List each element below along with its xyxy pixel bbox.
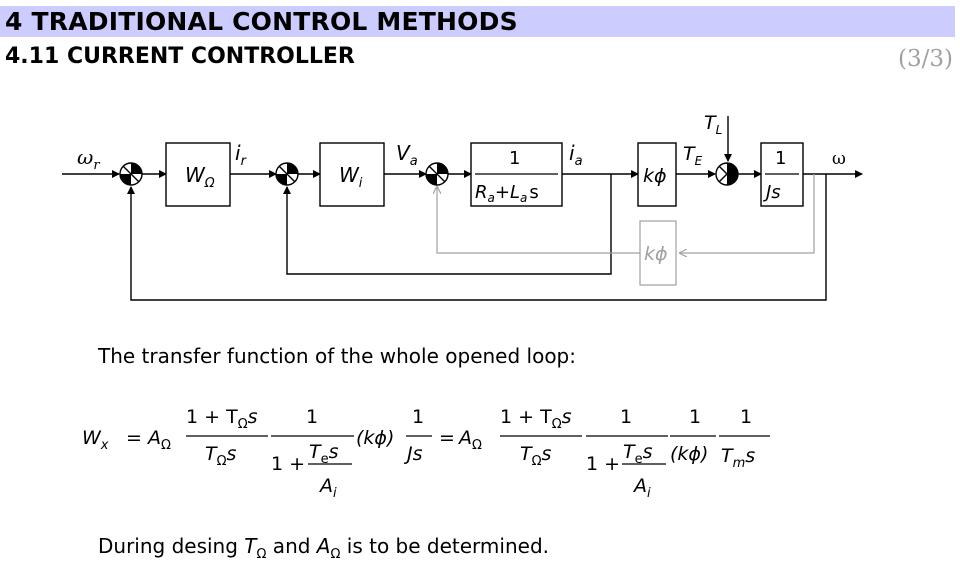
signal-omega-out: ω (832, 149, 846, 169)
emf-feedback (437, 174, 815, 253)
signal-t-e: TE (683, 143, 703, 168)
open-loop-formula: Wx = AΩ 1 + TΩs TΩs 1 1 + Tes Ai (kϕ) 1 … (82, 406, 770, 501)
emf-feedback-block (639, 220, 677, 286)
signal-i-r: ir (235, 141, 248, 169)
formula-frac4-num: 1 + TΩs (500, 406, 572, 432)
signal-t-l: TL (704, 112, 722, 137)
formula-frac2-ai: Ai (318, 475, 337, 501)
formula-frac2-num: 1 (306, 406, 318, 428)
formula-frac2-den-pre: 1 + (271, 453, 305, 475)
torque-constant-label: kϕ (643, 165, 667, 187)
formula-frac4-den: TΩs (520, 443, 552, 469)
signal-v-a: Va (396, 141, 418, 169)
page-number: (3/3) (898, 46, 953, 72)
intro-text: The transfer function of the whole opene… (98, 344, 576, 368)
formula-a-omega-2: AΩ (457, 427, 482, 453)
speed-feedback (127, 174, 827, 301)
speed-controller-label: WΩ (185, 163, 215, 191)
formula-frac5-ai: Ai (632, 475, 651, 501)
formula-lhs: Wx (82, 427, 109, 453)
formula-eq-2: = (439, 427, 455, 449)
inertia-numerator: 1 (775, 148, 786, 169)
signal-i-a: ia (569, 141, 583, 169)
summing-junction-voltage (425, 162, 449, 186)
formula-frac1-den: TΩs (205, 443, 237, 469)
formula-frac7-num: 1 (740, 406, 752, 428)
speed-controller-block (165, 142, 231, 207)
formula-frac2-te: Tes (309, 441, 339, 467)
formula-frac5-den-pre: 1 + (586, 453, 620, 475)
torque-constant-block (637, 142, 677, 207)
formula-frac5-num: 1 (620, 406, 632, 428)
formula-frac7-den: Tms (721, 445, 755, 471)
formula-frac6-den: (kϕ) (670, 443, 708, 465)
formula-frac1-num: 1 + TΩs (186, 406, 258, 432)
formula-frac3-den: Js (403, 443, 423, 465)
page-title: 4 TRADITIONAL CONTROL METHODS (5, 7, 518, 36)
emf-feedback-label: kϕ (644, 243, 668, 265)
formula-frac5-te: Tes (623, 441, 653, 467)
summing-junction-speed (119, 162, 143, 186)
formula-eq-1: = (126, 427, 142, 449)
forward-path (62, 116, 863, 178)
current-controller-label: Wi (339, 163, 363, 191)
outro-text: During desing TΩ and AΩ is to be determi… (98, 534, 549, 562)
formula-kphi-1: (kϕ) (356, 427, 394, 449)
current-controller-block (319, 142, 385, 207)
summing-junction-torque (715, 162, 739, 186)
signal-omega-r: ωr (77, 145, 100, 173)
formula-frac6-num: 1 (689, 406, 701, 428)
section-subtitle: 4.11 CURRENT CONTROLLER (5, 44, 355, 69)
summing-junction-current (275, 162, 299, 186)
formula-a-omega-1: AΩ (146, 427, 171, 453)
armature-numerator: 1 (509, 148, 520, 169)
formula-frac3-num: 1 (412, 406, 424, 428)
title-bar (0, 6, 955, 37)
inertia-denominator: Js (763, 182, 781, 203)
